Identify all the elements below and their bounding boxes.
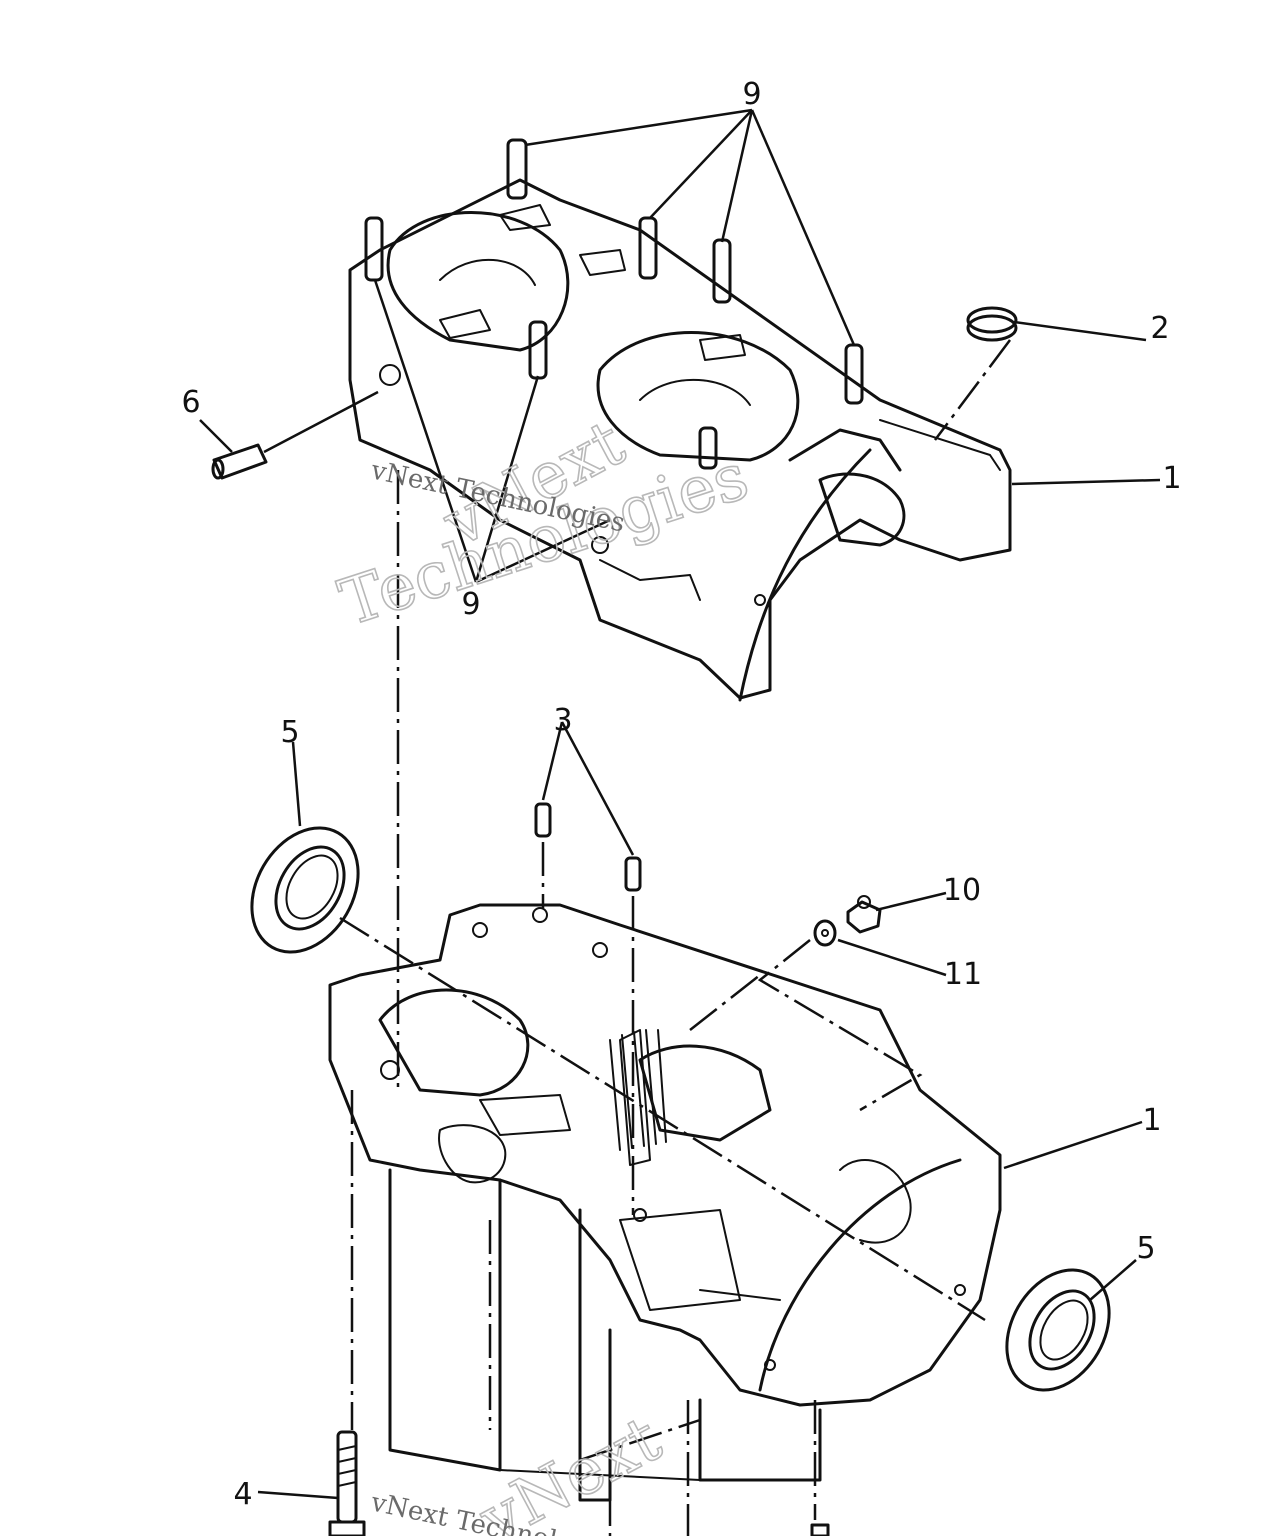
part-4-bolt bbox=[328, 1430, 366, 1536]
callout-2: 2 bbox=[1150, 311, 1169, 346]
part-6-pin bbox=[211, 443, 268, 480]
callout-9-top: 9 bbox=[742, 77, 761, 112]
watermark-lower: vNext vNext Technologies bbox=[368, 1401, 674, 1536]
callout-10: 10 bbox=[943, 873, 981, 908]
callout-11: 11 bbox=[944, 957, 982, 992]
callout-9-lower: 9 bbox=[461, 587, 480, 622]
part-5-seal-right bbox=[1005, 1268, 1111, 1392]
part-3-dowels bbox=[534, 802, 642, 892]
assembly-lines bbox=[339, 339, 1011, 1536]
lower-crankcase bbox=[328, 903, 1002, 1502]
upper-crankcase bbox=[348, 178, 1012, 702]
part-2-cap bbox=[966, 306, 1018, 342]
part-5-seal-left bbox=[250, 826, 360, 954]
callout-3: 3 bbox=[553, 703, 572, 738]
callout-1-lower: 1 bbox=[1142, 1103, 1161, 1138]
callout-5-left: 5 bbox=[280, 715, 299, 750]
bottom-nut bbox=[810, 1523, 830, 1536]
callout-1-upper: 1 bbox=[1162, 461, 1181, 496]
part-11-washer bbox=[813, 919, 837, 947]
callout-labels: 9 9 2 1 6 5 3 10 11 1 5 4 bbox=[181, 77, 1181, 1512]
leader-lines bbox=[199, 108, 1161, 1500]
callout-4: 4 bbox=[233, 1477, 252, 1512]
callout-5-right: 5 bbox=[1136, 1231, 1155, 1266]
part-10-plug bbox=[846, 895, 882, 934]
crank-gear bbox=[609, 1029, 667, 1151]
callout-6: 6 bbox=[181, 385, 200, 420]
watermark-upper: vNext Technologies vNext Technologies bbox=[330, 405, 757, 641]
